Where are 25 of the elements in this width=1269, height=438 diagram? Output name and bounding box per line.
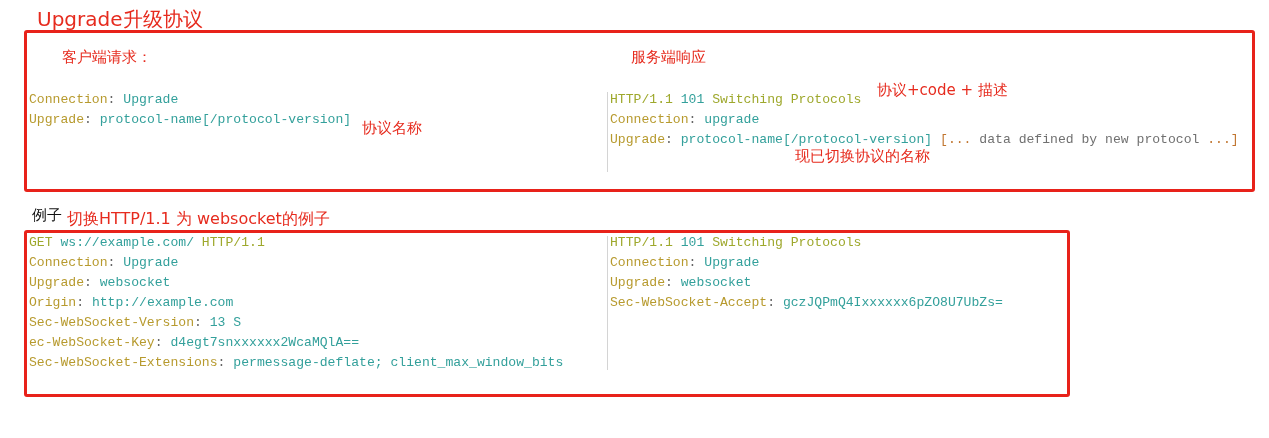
annotation-text: 现已切换协议的名称 <box>795 146 930 166</box>
code-line: Connection: Upgrade <box>610 254 760 272</box>
code-line: Connection: upgrade <box>610 111 760 129</box>
title: Upgrade升级协议 <box>37 7 203 31</box>
code-line: Connection: Upgrade <box>29 91 179 109</box>
code-line: Upgrade: websocket <box>29 274 171 292</box>
annotation-text: 切换HTTP/1.1 为 websocket的例子 <box>67 209 330 229</box>
code-line: Upgrade: protocol-name[/protocol-version] <box>29 111 352 129</box>
code-line: Sec-WebSocket-Version: 13 S <box>29 314 242 332</box>
section-heading: 例子 <box>32 205 62 225</box>
section-heading: 客户端请求： <box>62 47 152 67</box>
code-line: ec-WebSocket-Key: d4egt7snxxxxxx2WcaMQlA== <box>29 334 360 352</box>
code-line: Connection: Upgrade <box>29 254 179 272</box>
section-heading: 服务端响应 <box>631 47 706 67</box>
code-line: GET ws://example.com/ HTTP/1.1 <box>29 234 265 252</box>
code-line: Sec-WebSocket-Accept: gczJQPmQ4Ixxxxxx6pZO8U7UbZs= <box>610 294 1003 312</box>
code-line: HTTP/1.1 101 Switching Protocols <box>610 91 862 109</box>
annotation-text: 协议名称 <box>362 118 422 138</box>
code-line: Upgrade: websocket <box>610 274 752 292</box>
annotation-text: 协议+code + 描述 <box>877 80 1008 100</box>
code-line: Sec-WebSocket-Extensions: permessage-deflate; client_max_window_bits <box>29 354 564 372</box>
code-line: Origin: http://example.com <box>29 294 234 312</box>
code-line: HTTP/1.1 101 Switching Protocols <box>610 234 862 252</box>
highlight-frame <box>24 30 1255 192</box>
code-line: Upgrade: protocol-name[/protocol-version] [... data defined by new protocol ...] <box>610 131 1239 148</box>
